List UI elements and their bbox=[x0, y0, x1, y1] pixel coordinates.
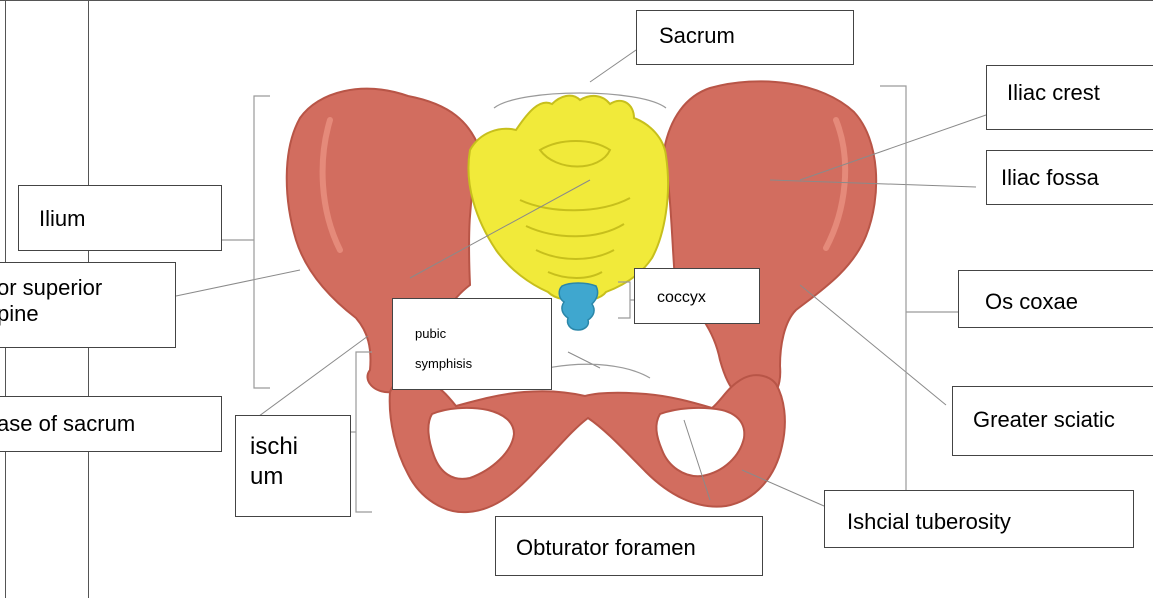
label-ilium-text: Ilium bbox=[39, 206, 221, 232]
label-ischial-tuberosity-text: Ishcial tuberosity bbox=[847, 509, 1133, 535]
label-sacrum: Sacrum bbox=[636, 10, 854, 65]
label-iliac-fossa-text: Iliac fossa bbox=[1001, 165, 1153, 191]
leader-asis bbox=[176, 270, 300, 296]
bracket-ilium bbox=[254, 96, 270, 388]
label-obturator-foramen: Obturator foramen bbox=[495, 516, 763, 576]
label-base-of-sacrum: ase of sacrum bbox=[0, 396, 222, 452]
label-greater-sciatic-notch: Greater sciatic bbox=[952, 386, 1153, 456]
label-ilium: Ilium bbox=[18, 185, 222, 251]
right-ilium-bone bbox=[664, 81, 876, 402]
label-iliac-fossa: Iliac fossa bbox=[986, 150, 1153, 205]
label-base-of-sacrum-text: ase of sacrum bbox=[0, 411, 221, 437]
leader-sacrum bbox=[590, 50, 636, 82]
label-coccyx-text: coccyx bbox=[657, 289, 759, 307]
label-iliac-crest: Iliac crest bbox=[986, 65, 1153, 130]
label-iliac-crest-text: Iliac crest bbox=[1007, 80, 1153, 106]
label-pubic-line2: symphisis bbox=[415, 349, 551, 379]
label-asis-line2: pine bbox=[0, 301, 175, 327]
label-pubic-line1: pubic bbox=[415, 319, 551, 349]
label-obturator-foramen-text: Obturator foramen bbox=[516, 535, 762, 561]
label-ischium-line1: ischi bbox=[250, 432, 350, 462]
leader-pubic-symphysis bbox=[568, 352, 600, 368]
coccyx-bone bbox=[559, 283, 597, 330]
bracket-coccyx bbox=[618, 282, 630, 318]
label-ischium-line2: um bbox=[250, 462, 350, 492]
label-ischial-tuberosity: Ishcial tuberosity bbox=[824, 490, 1134, 548]
bracket-os-coxae bbox=[880, 86, 906, 504]
label-asis-line1: or superior bbox=[0, 275, 175, 301]
label-greater-sciatic-text: Greater sciatic bbox=[973, 407, 1153, 433]
label-os-coxae: Os coxae bbox=[958, 270, 1153, 328]
label-coccyx: coccyx bbox=[634, 268, 760, 324]
label-ischium: ischi um bbox=[235, 415, 351, 517]
label-os-coxae-text: Os coxae bbox=[985, 289, 1153, 315]
label-sacrum-text: Sacrum bbox=[659, 23, 853, 49]
label-anterior-superior-iliac-spine: or superior pine bbox=[0, 262, 176, 348]
label-pubic-symphysis: pubic symphisis bbox=[392, 298, 552, 390]
leader-greater-sciatic bbox=[800, 285, 946, 405]
